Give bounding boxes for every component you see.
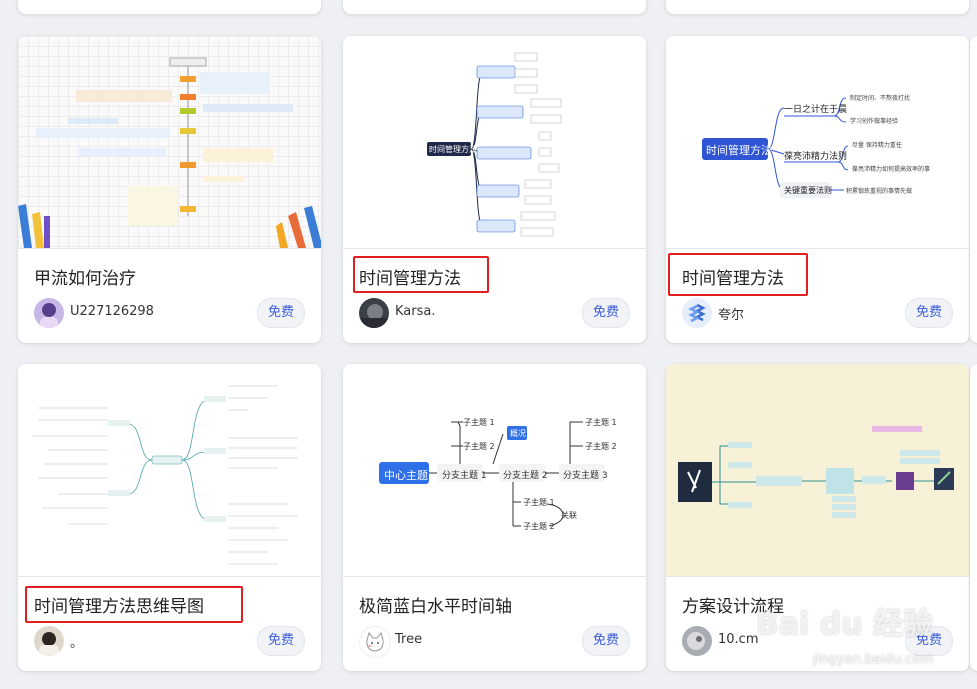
mindmap-leaf-1: 制定时间、不熬夜打扰	[850, 95, 911, 102]
author-name[interactable]: 10.cm	[718, 632, 759, 647]
timeline-leaf-4: 子主题 2	[585, 442, 617, 451]
timeline-link-label: 关联	[561, 511, 577, 520]
free-badge: 免费	[905, 626, 953, 656]
author-avatar	[34, 298, 64, 328]
highlight-box-card-2	[353, 256, 489, 293]
timeline-preview	[379, 421, 605, 527]
card-title[interactable]: 时间管理方法	[682, 269, 784, 289]
baidu-watermark: Bai du 经验	[755, 607, 933, 642]
template-card-5[interactable]: 中心主题 分支主题 1 分支主题 2 分支主题 3 子主题 1 子主题 2 子主…	[343, 364, 646, 671]
timeline-tag: 概况	[510, 429, 526, 438]
timeline-leaf-3: 子主题 1	[585, 418, 617, 427]
mindmap-leaf-4: 葆亮沛精力如何提高效率的事	[852, 166, 931, 173]
timeline-leaf-1: 子主题 1	[463, 418, 495, 427]
timeline-leaf-6: 子主题 1	[523, 498, 555, 507]
thumbnail-horizontal-timeline: 中心主题 分支主题 1 分支主题 2 分支主题 3 子主题 1 子主题 2 子主…	[343, 364, 646, 577]
free-badge: 免费	[905, 298, 953, 328]
thumbnail-flu-mindmap	[18, 36, 321, 249]
timeline-branch-2: 分支主题 2	[503, 471, 548, 481]
thumbnail-design-process	[666, 364, 969, 577]
timeline-leaf-2: 子主题 2	[463, 442, 495, 451]
flu-mindmap-preview	[18, 57, 321, 248]
author-name[interactable]: 夸尔	[718, 308, 745, 323]
highlight-box-card-4	[25, 586, 243, 623]
timeline-center-node: 中心主题	[384, 469, 428, 482]
card-title[interactable]: 时间管理方法	[359, 269, 461, 289]
author-name[interactable]: U227126298	[70, 304, 154, 319]
partial-card-right-2[interactable]	[970, 364, 977, 671]
mindmap-center-node: 时间管理方法	[429, 145, 477, 154]
mindmap-leaf-3: 尽量 保持精力重任	[852, 142, 902, 149]
time-management-mindmap-preview-2	[702, 97, 849, 198]
mindmap-branch-1: 一日之计在于晨	[784, 105, 848, 115]
author-avatar	[682, 626, 712, 656]
free-badge: 免费	[257, 298, 305, 328]
baidu-watermark-url: jingyan.baidu.com	[813, 652, 933, 667]
mindmap-center-node: 时间管理方法	[706, 144, 772, 157]
time-management-mindmap-preview	[427, 52, 562, 237]
mindmap-leaf-5: 积累锻炼重视的事情先做	[846, 188, 913, 195]
author-name[interactable]: Karsa.	[395, 304, 436, 319]
thumbnail-time-management-2: 时间管理方法 一日之计在于晨 葆亮沛精力法则 关键重要法则 制定时间、不熬夜打扰…	[666, 36, 969, 249]
mindmap-leaf-2: 学习创作做事经验	[850, 118, 899, 125]
card-title[interactable]: 极简蓝白水平时间轴	[359, 597, 512, 617]
timeline-branch-1: 分支主题 1	[442, 471, 487, 481]
radial-mindmap-preview	[32, 385, 298, 565]
template-card-4[interactable]: 时间管理方法思维导图 。 免费	[18, 364, 321, 671]
author-name[interactable]: Tree	[395, 632, 423, 647]
partial-card-top-2[interactable]	[343, 0, 646, 14]
author-avatar	[34, 626, 64, 656]
partial-card-top-3[interactable]	[666, 0, 969, 14]
card-title[interactable]: 时间管理方法思维导图	[34, 597, 204, 617]
thumbnail-time-management-mindmap	[18, 364, 321, 577]
template-card-6[interactable]: 方案设计流程 10.cm 免费	[666, 364, 969, 671]
author-avatar	[682, 298, 712, 328]
highlight-box-card-3	[668, 253, 808, 296]
template-card-2[interactable]: 时间管理方法 时间管理方法 Karsa. 免费	[343, 36, 646, 343]
design-process-preview	[678, 426, 954, 518]
free-badge: 免费	[582, 298, 630, 328]
author-avatar	[359, 626, 391, 658]
thumbnail-time-management-1: 时间管理方法	[343, 36, 646, 249]
partial-card-top-1[interactable]	[18, 0, 321, 14]
card-title[interactable]: 甲流如何治疗	[34, 269, 136, 289]
mindmap-branch-2: 葆亮沛精力法则	[784, 152, 848, 162]
author-avatar	[359, 298, 389, 328]
partial-card-right-1[interactable]	[970, 36, 977, 343]
template-card-3[interactable]: 时间管理方法 一日之计在于晨 葆亮沛精力法则 关键重要法则 制定时间、不熬夜打扰…	[666, 36, 969, 343]
free-badge: 免费	[582, 626, 630, 656]
author-name[interactable]: 。	[70, 636, 84, 651]
timeline-branch-3: 分支主题 3	[563, 471, 608, 481]
mindmap-branch-3: 关键重要法则	[784, 186, 832, 195]
timeline-leaf-5: 子主题 2	[523, 522, 555, 531]
free-badge: 免费	[257, 626, 305, 656]
card-title[interactable]: 方案设计流程	[682, 597, 784, 617]
template-card-1[interactable]: 甲流如何治疗 U227126298 免费	[18, 36, 321, 343]
